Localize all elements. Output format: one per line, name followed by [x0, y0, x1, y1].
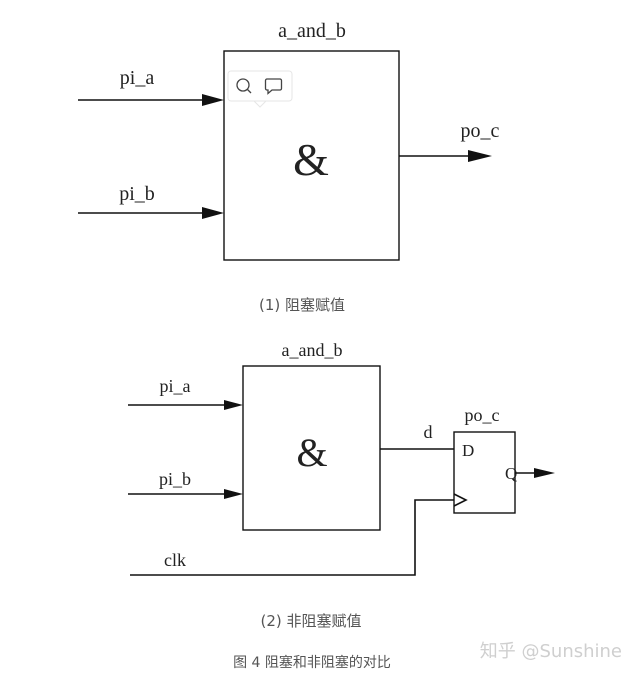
fig2-input-a-label: pi_a — [160, 376, 191, 396]
figure-2-nonblocking: a_and_b & pi_a pi_b d po_c D Q clk (2) 非… — [128, 340, 555, 630]
fig2-q-arrow — [534, 468, 555, 478]
fig2-ff-clock-triangle — [453, 493, 468, 507]
fig1-caption: (1) 阻塞赋值 — [259, 296, 345, 314]
tooltip-pointer — [252, 100, 268, 108]
figure-1-blocking: a_and_b & pi_a pi_b po_c (1) 阻塞赋值 — [78, 20, 500, 314]
fig1-and-symbol: & — [293, 134, 329, 185]
selection-tooltip — [227, 70, 293, 108]
comment-icon[interactable] — [264, 78, 283, 95]
fig1-input-a-label: pi_a — [120, 67, 155, 89]
fig1-input-b-arrow — [202, 207, 224, 219]
fig2-input-b-label: pi_b — [159, 469, 191, 489]
fig1-output-label: po_c — [461, 120, 500, 142]
fig1-input-b-label: pi_b — [119, 183, 155, 205]
fig2-caption: (2) 非阻塞赋值 — [260, 612, 361, 630]
watermark: 知乎 @Sunshine — [480, 641, 622, 662]
fig2-input-a-arrow — [224, 400, 243, 410]
fig2-and-block — [242, 365, 381, 531]
search-icon[interactable] — [236, 78, 252, 94]
fig2-ff-name: po_c — [465, 405, 500, 425]
fig2-input-b-arrow — [224, 489, 243, 499]
fig2-clock-label: clk — [164, 550, 186, 570]
figure-caption: 图 4 阻塞和非阻塞的对比 — [233, 654, 391, 671]
fig2-wire-d-label: d — [424, 422, 433, 442]
fig2-ff-d-port: D — [462, 441, 474, 460]
fig2-clock-wire — [130, 499, 454, 576]
fig1-output-arrow — [468, 150, 492, 162]
fig2-ff-q-port: Q — [505, 464, 517, 483]
fig1-input-a-arrow — [202, 94, 224, 106]
fig2-and-symbol: & — [296, 430, 327, 475]
fig1-block-name: a_and_b — [278, 20, 346, 42]
fig2-block-name: a_and_b — [282, 340, 343, 360]
